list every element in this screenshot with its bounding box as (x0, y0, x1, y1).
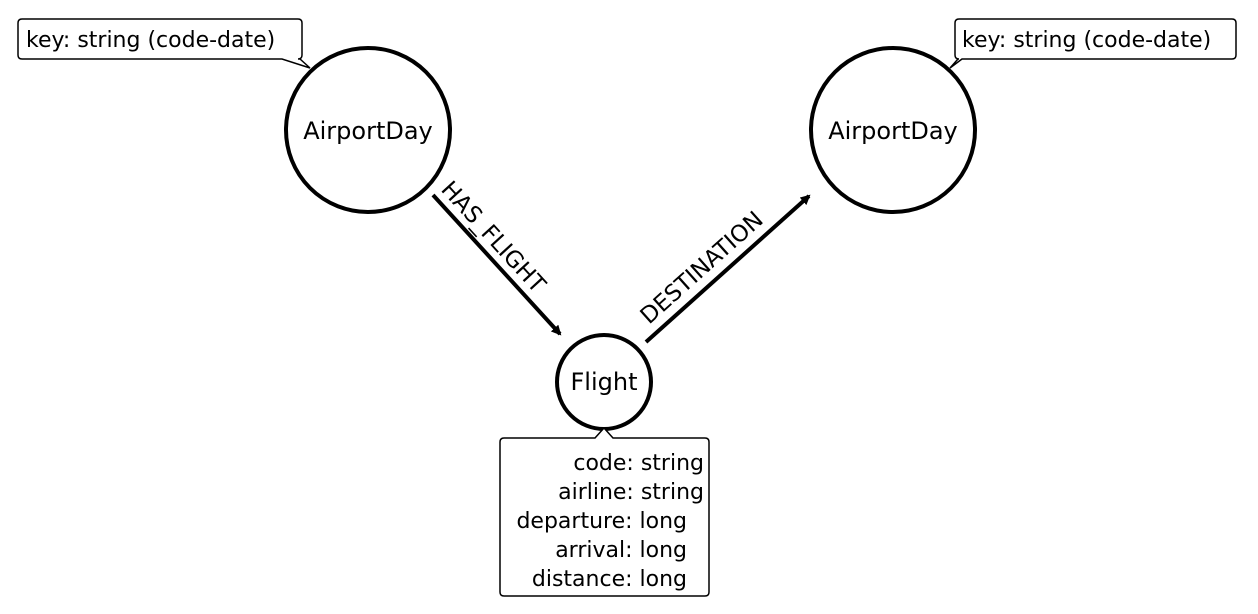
airport-day-left-callout: key: string (code-date) (17, 18, 311, 69)
callout-box (949, 18, 1237, 69)
airport-day-left-node[interactable]: AirportDay (284, 46, 452, 214)
airport-day-right-callout: key: string (code-date) (949, 18, 1237, 69)
callout-box (17, 18, 311, 69)
property-distance: distance: long (532, 567, 687, 592)
has-flight-label: HAS_FLIGHT (436, 176, 551, 298)
node-label: AirportDay (828, 117, 958, 145)
property-code: code: string (573, 451, 704, 476)
node-circle (809, 46, 977, 214)
has-flight-arrow (431, 193, 562, 336)
callout-box (499, 426, 710, 597)
has-flight-edge: HAS_FLIGHT (431, 176, 562, 336)
airport-day-right-node[interactable]: AirportDay (809, 46, 977, 214)
node-circle (284, 46, 452, 214)
node-label: AirportDay (303, 117, 433, 145)
destination-label: DESTINATION (636, 207, 769, 330)
callout-line: key: string (code-date) (962, 28, 1211, 53)
callout-line: key: string (code-date) (26, 28, 275, 53)
flight-properties-callout: code: string airline: string departure: … (499, 426, 710, 597)
flight-node[interactable]: Flight (555, 333, 653, 431)
property-arrival: arrival: long (555, 538, 687, 563)
property-departure: departure: long (516, 509, 687, 534)
destination-edge: DESTINATION (636, 194, 811, 344)
node-label: Flight (571, 368, 638, 396)
destination-arrow (644, 194, 811, 344)
property-airline: airline: string (558, 480, 704, 505)
